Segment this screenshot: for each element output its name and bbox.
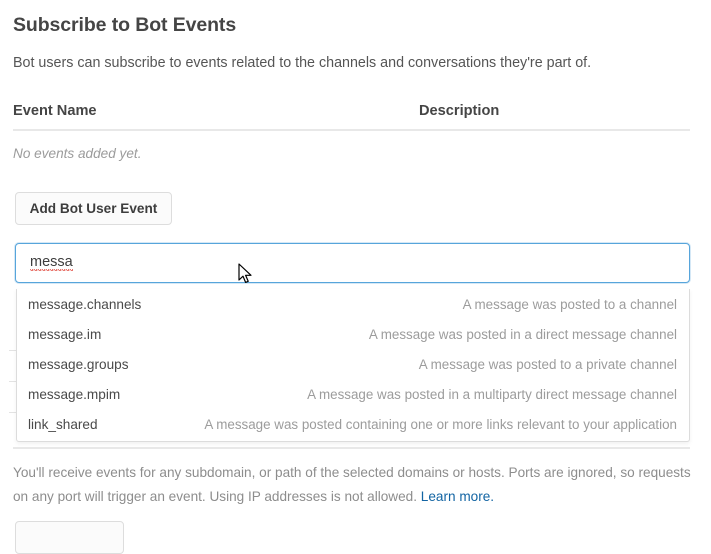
dropdown-option[interactable]: message.groups A message was posted to a… xyxy=(17,349,689,379)
dropdown-option[interactable]: message.mpim A message was posted in a m… xyxy=(17,379,689,409)
dropdown-option[interactable]: message.channels A message was posted to… xyxy=(17,289,689,319)
dropdown-option-name: message.mpim xyxy=(28,386,121,402)
events-table-header: Event Name Description xyxy=(13,103,690,131)
add-bot-user-event-button[interactable]: Add Bot User Event xyxy=(15,192,172,225)
dropdown-option-description: A message was posted to a private channe… xyxy=(418,356,677,372)
helper-text-body: You'll receive events for any subdomain,… xyxy=(13,465,691,504)
dropdown-option-description: A message was posted containing one or m… xyxy=(204,416,677,432)
section-divider xyxy=(13,447,690,449)
background-rule xyxy=(9,381,17,382)
bottom-action-button[interactable] xyxy=(15,521,124,554)
column-header-event-name: Event Name xyxy=(13,103,97,119)
subscribe-to-bot-events-page: Subscribe to Bot Events Bot users can su… xyxy=(9,14,693,554)
dropdown-option-description: A message was posted in a multiparty dir… xyxy=(307,386,677,402)
background-rule xyxy=(9,350,17,351)
dropdown-option[interactable]: message.im A message was posted in a dir… xyxy=(17,319,689,349)
dropdown-option-name: message.channels xyxy=(28,296,142,312)
event-search-input[interactable] xyxy=(15,243,690,283)
dropdown-option[interactable]: link_shared A message was posted contain… xyxy=(17,409,689,439)
learn-more-link[interactable]: Learn more. xyxy=(420,489,495,504)
dropdown-option-description: A message was posted to a channel xyxy=(462,296,677,312)
event-suggestions-dropdown[interactable]: message.channels A message was posted to… xyxy=(16,289,690,442)
page-title: Subscribe to Bot Events xyxy=(13,14,237,36)
domains-helper-text: You'll receive events for any subdomain,… xyxy=(13,461,693,509)
empty-state-message: No events added yet. xyxy=(13,146,142,161)
dropdown-option-name: message.groups xyxy=(28,356,129,372)
background-rule xyxy=(9,412,17,413)
column-header-description: Description xyxy=(419,103,500,119)
dropdown-option-description: A message was posted in a direct message… xyxy=(368,326,677,342)
dropdown-option-name: link_shared xyxy=(28,416,98,432)
page-description: Bot users can subscribe to events relate… xyxy=(13,55,592,71)
dropdown-option-name: message.im xyxy=(28,326,102,342)
